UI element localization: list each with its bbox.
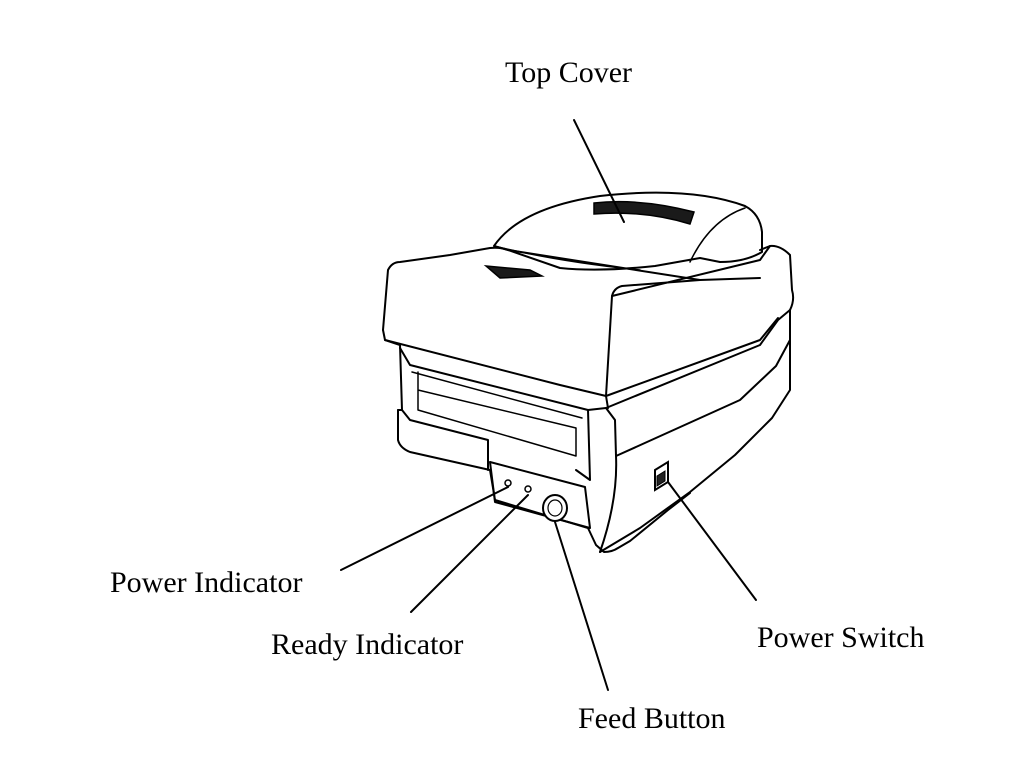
media-slot-right: [587, 407, 607, 411]
housing-front: [382, 246, 761, 331]
body-right-side: [599, 407, 618, 553]
base-front: [397, 409, 691, 553]
label-power-switch: Power Switch: [757, 621, 925, 654]
media-slot-inner: [417, 371, 577, 457]
top-cover-handle: [593, 200, 695, 225]
leader-top-cover: [573, 119, 625, 223]
control-panel: [489, 461, 591, 529]
top-cover-rim: [493, 245, 641, 271]
leader-feed-button: [554, 521, 609, 691]
leader-ready-indicator: [410, 494, 529, 613]
power-switch-rocker: [656, 470, 666, 487]
leader-power-indicator: [340, 486, 509, 571]
top-cover-dome: [493, 191, 763, 271]
media-slot-left: [384, 339, 403, 411]
front-label-plate: [483, 265, 545, 279]
feed-button-inner: [547, 499, 563, 517]
media-slot-roller: [411, 371, 583, 419]
callout-labels: Top Cover Power Indicator Ready Indicato…: [110, 56, 925, 735]
top-cover-ridge: [689, 207, 746, 263]
body-right-lower: [615, 309, 791, 457]
body-right-bottom: [599, 339, 791, 553]
housing-side-top: [611, 245, 771, 297]
feed-button: [542, 494, 568, 522]
ready-indicator-led: [524, 485, 532, 493]
media-slot-bottom: [401, 409, 489, 471]
power-indicator-led: [504, 479, 512, 487]
housing-front-edge: [382, 329, 609, 409]
label-ready-indicator: Ready Indicator: [271, 628, 463, 661]
label-feed-button: Feed Button: [578, 702, 726, 735]
label-top-cover: Top Cover: [505, 56, 632, 89]
housing-side-lower: [605, 317, 779, 397]
label-power-indicator: Power Indicator: [110, 566, 302, 599]
printer-illustration: [382, 191, 795, 553]
leader-power-switch: [667, 481, 757, 601]
leader-lines: [340, 119, 757, 691]
